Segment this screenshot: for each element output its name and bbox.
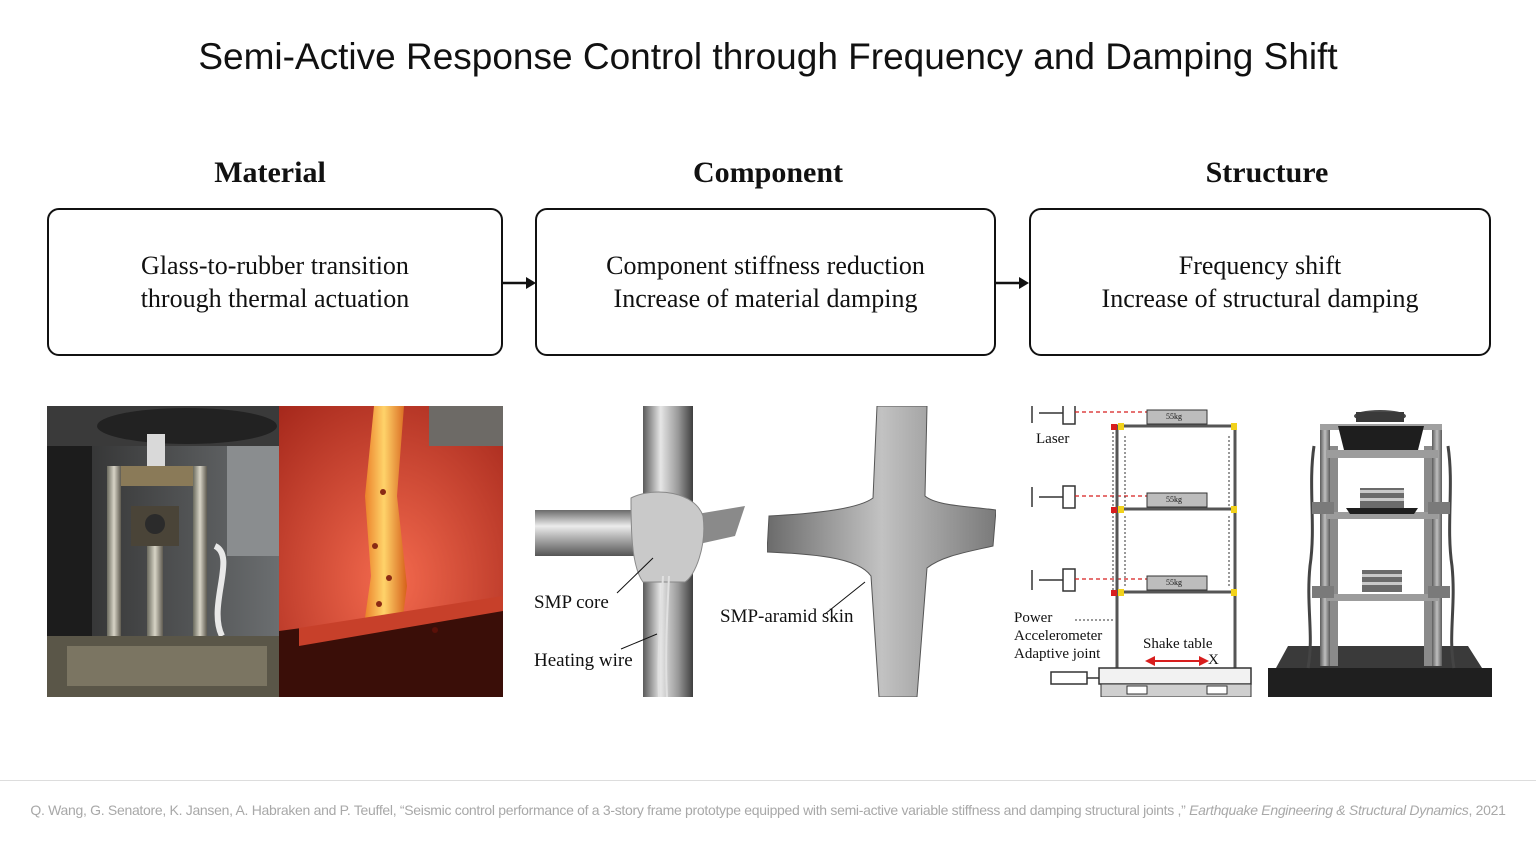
label-power: Power: [1014, 610, 1053, 626]
structure-photo-prototype: [1268, 406, 1492, 697]
heading-component: Component: [692, 156, 843, 189]
label-mass-bottom: 55kg: [1166, 578, 1182, 587]
label-axis-x: X: [1208, 652, 1219, 668]
label-smp-aramid-skin: SMP-aramid skin: [720, 606, 854, 627]
material-photo-test-rig: [47, 406, 279, 697]
component-photo-smp-core: [535, 406, 747, 697]
box-material: Glass-to-rubber transition through therm…: [47, 208, 503, 356]
box-material-line2: through thermal actuation: [140, 284, 410, 313]
label-accelerometer: Accelerometer: [1014, 628, 1103, 644]
label-adaptive-joint: Adaptive joint: [1014, 646, 1101, 662]
component-photo-smp-aramid-skin: [767, 406, 996, 697]
box-structure-line1: Frequency shift: [1178, 251, 1342, 280]
box-structure: Frequency shift Increase of structural d…: [1029, 208, 1491, 356]
arrow-right-icon: [995, 277, 1029, 289]
citation-year: , 2021: [1468, 802, 1506, 818]
box-component-line1: Component stiffness reduction: [606, 251, 925, 280]
structure-schematic: [1029, 406, 1261, 697]
citation-journal: Earthquake Engineering & Structural Dyna…: [1189, 802, 1469, 818]
citation-text: Q. Wang, G. Senatore, K. Jansen, A. Habr…: [30, 802, 1190, 818]
label-mass-top: 55kg: [1166, 412, 1182, 421]
box-material-line1: Glass-to-rubber transition: [141, 251, 409, 280]
arrow-right-icon: [502, 277, 536, 289]
label-smp-core: SMP core: [534, 592, 609, 613]
footer-divider: [0, 780, 1536, 781]
material-photo-heated-specimen: [279, 406, 503, 697]
citation: Q. Wang, G. Senatore, K. Jansen, A. Habr…: [0, 802, 1536, 818]
heading-material: Material: [214, 156, 326, 189]
box-component-line2: Increase of material damping: [613, 284, 918, 313]
label-shake-table: Shake table: [1143, 636, 1213, 652]
box-component: Component stiffness reduction Increase o…: [535, 208, 996, 356]
label-heating-wire: Heating wire: [534, 650, 633, 671]
label-mass-middle: 55kg: [1166, 495, 1182, 504]
label-laser: Laser: [1036, 431, 1070, 447]
heading-structure: Structure: [1205, 156, 1329, 189]
box-structure-line2: Increase of structural damping: [1101, 284, 1419, 313]
slide-title: Semi-Active Response Control through Fre…: [198, 36, 1338, 77]
